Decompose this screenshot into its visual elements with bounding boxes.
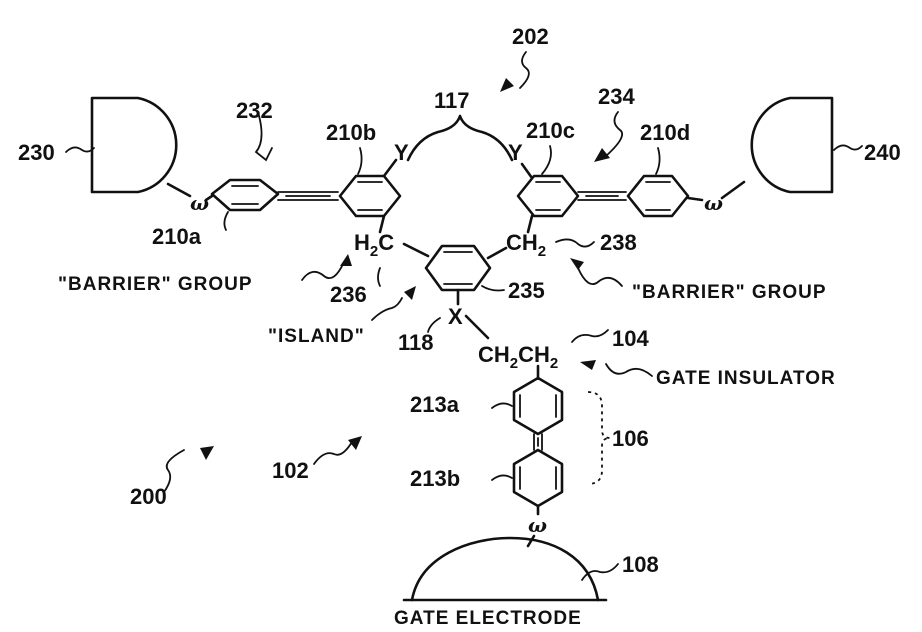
caption-barrier-left: "BARRIER" GROUP: [58, 274, 253, 295]
ref-104: 104: [612, 326, 649, 351]
ref-240: 240: [864, 140, 901, 165]
arrowhead-102: [348, 436, 362, 450]
arrowhead-200: [200, 446, 214, 460]
bond-h2c-island: [402, 242, 430, 258]
arrowhead-234: [594, 148, 610, 162]
caption-island: "ISLAND": [268, 326, 365, 347]
benzene-ring-210d: [626, 174, 690, 218]
bond-ring-210b-h2c: [378, 214, 386, 234]
benzene-ring-island: [424, 244, 492, 292]
bracket-106: [587, 391, 611, 485]
bond-ch2-island: [486, 246, 508, 260]
leader-island: [371, 297, 403, 321]
ref-106: 106: [612, 426, 649, 451]
arrowhead-barrier-right: [570, 258, 584, 270]
group-ch2-right: CH2: [506, 230, 546, 260]
right-electrode: [750, 96, 834, 194]
leader-238: [555, 238, 595, 248]
ref-230: 230: [18, 140, 55, 165]
ref-213a: 213a: [410, 392, 460, 417]
omega-right: ω: [704, 191, 723, 215]
ref-210a: 210a: [152, 224, 202, 249]
ref-232: 232: [236, 98, 273, 123]
ref-238: 238: [600, 230, 637, 255]
leader-118: [427, 317, 441, 333]
leader-gate-insulator: [605, 363, 653, 377]
leader-210d: [655, 147, 661, 175]
leader-108: [581, 563, 619, 581]
leader-barrier-right: [577, 267, 623, 287]
leader-236: [377, 267, 381, 287]
brace-117: [406, 114, 514, 162]
leader-200: [163, 449, 185, 493]
leader-102: [313, 441, 353, 465]
arrowhead-gate-insulator: [580, 360, 596, 370]
leader-232: [254, 111, 273, 162]
ref-213b: 213b: [410, 466, 460, 491]
benzene-ring-213a: [512, 376, 564, 436]
caption-barrier-right: "BARRIER" GROUP: [632, 282, 827, 303]
leader-210c: [541, 145, 552, 175]
leader-213b: [491, 474, 513, 481]
leader-240: [833, 144, 863, 151]
benzene-ring-210a: [210, 178, 280, 212]
group-ch2ch2: CH2CH2: [478, 342, 558, 372]
triple-bond-vertical: [533, 433, 543, 451]
bond-omega-electrode-right: [720, 180, 746, 200]
omega-left: ω: [190, 191, 209, 215]
ref-210b: 210b: [326, 120, 376, 145]
bond-ring-210b-y: [382, 158, 398, 178]
omega-bottom: ω: [528, 513, 547, 537]
leader-234: [605, 111, 624, 157]
leader-104: [571, 329, 609, 343]
ref-210c: 210c: [526, 118, 575, 143]
arrowhead-202: [500, 78, 514, 92]
triple-bond-left: [277, 191, 339, 201]
group-h2c: H2C: [354, 230, 394, 260]
leader-213a: [491, 402, 513, 409]
atom-x: X: [448, 304, 463, 329]
caption-gate-insulator: GATE INSULATOR: [656, 368, 836, 389]
ref-210d: 210d: [640, 120, 690, 145]
arrowhead-island: [404, 286, 416, 300]
benzene-ring-210c: [516, 174, 580, 218]
arrowhead-barrier-left: [340, 254, 352, 266]
ref-234: 234: [598, 84, 635, 109]
leader-210a: [223, 211, 229, 231]
bond-omega-gate: [526, 534, 536, 548]
atom-y-right: Y: [508, 140, 523, 165]
bond-omega-ring-210a: [204, 194, 214, 202]
left-electrode: [90, 96, 178, 194]
benzene-ring-213b: [512, 448, 564, 508]
leader-235: [481, 285, 505, 292]
bond-x-ch2ch2: [464, 314, 490, 340]
bond-ring-210c-ch2: [526, 214, 534, 234]
benzene-ring-210b: [338, 174, 402, 218]
leader-barrier-left: [301, 261, 345, 281]
leader-230: [65, 146, 95, 153]
leader-210b: [357, 147, 363, 175]
triple-bond-right: [577, 191, 627, 201]
bond-electrode-omega-left: [166, 182, 192, 198]
ref-108: 108: [622, 552, 659, 577]
leader-202: [519, 51, 530, 89]
atom-y-left: Y: [394, 140, 409, 165]
ref-102: 102: [272, 458, 309, 483]
ref-236: 236: [330, 282, 367, 307]
bond-ring-210d-omega: [686, 196, 704, 202]
bond-y-ring-210c: [520, 162, 534, 180]
gate-electrode: [410, 536, 600, 602]
caption-gate-electrode: GATE ELECTRODE: [394, 608, 582, 629]
ref-235: 235: [508, 278, 545, 303]
ref-118: 118: [398, 330, 434, 355]
ref-200: 200: [130, 484, 167, 509]
ref-202: 202: [512, 24, 549, 49]
ref-117: 117: [434, 88, 470, 113]
